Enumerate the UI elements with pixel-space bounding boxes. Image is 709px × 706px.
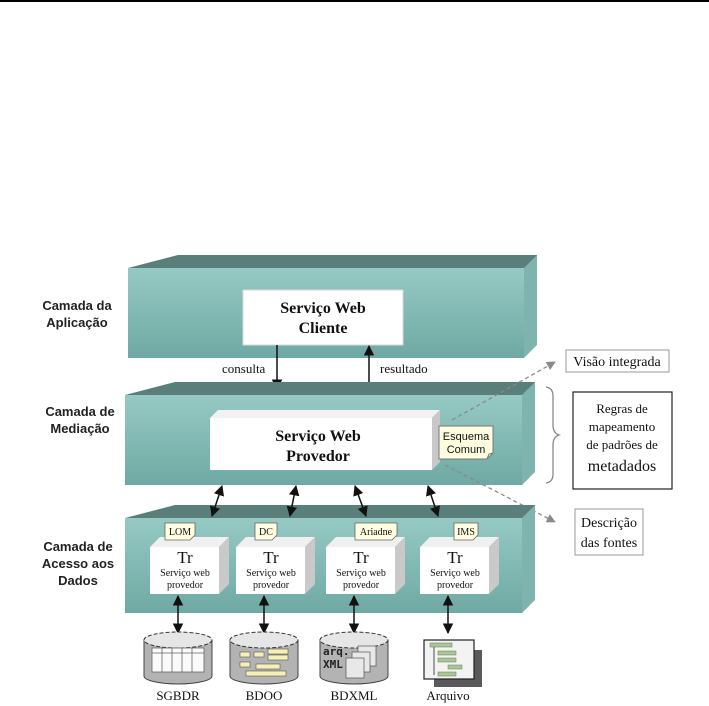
wrapper-line: Serviço web	[336, 568, 386, 579]
layer-top-face	[125, 382, 535, 395]
integrated-view-box: Visão integrada	[565, 349, 670, 373]
layer-label-acesso: Camada de Acesso aos Dados	[42, 539, 114, 588]
wrapper-line: Serviço web	[430, 568, 480, 579]
standard-note-label: IMS	[457, 527, 475, 538]
query-label: consulta	[222, 361, 266, 376]
source-arquivo[interactable]: Arquivo	[423, 639, 482, 703]
layer-top-face	[128, 255, 537, 268]
wrapper-line: provedor	[437, 580, 474, 591]
source-label: SGBDR	[156, 688, 200, 703]
mapping-rules-line: Regras de	[596, 401, 648, 416]
standard-note-dc: DC	[254, 522, 278, 541]
mapping-rules-line: metadados	[588, 458, 656, 475]
wrapper-box-side	[395, 537, 405, 594]
layer-label-aplicacao: Camada da Aplicação	[42, 298, 112, 330]
layer-label-line: Acesso aos	[42, 556, 114, 571]
mapping-rules-line: de padrões de	[586, 437, 658, 452]
layer-side-face	[522, 505, 535, 613]
mapping-rules-box: Regras de mapeamento de padrões de metad…	[572, 391, 673, 490]
source-description-line: Descrição	[581, 516, 637, 531]
layer-side-face	[524, 255, 537, 358]
wrapper-line: Serviço web	[246, 568, 296, 579]
standard-note-ariadne: Ariadne	[354, 522, 398, 541]
object-database-icon	[229, 631, 299, 685]
source-bdoo[interactable]: BDOO	[229, 631, 299, 703]
source-description-box: Descrição das fontes	[574, 508, 644, 556]
wrapper-box-side	[219, 537, 229, 594]
top-rule	[0, 0, 709, 2]
layer-label-line: Camada de	[45, 404, 114, 419]
relational-database-icon	[143, 631, 213, 685]
common-schema-line: Esquema	[443, 431, 490, 443]
client-service-title: Serviço Web	[280, 300, 366, 317]
common-schema-note[interactable]: Esquema Comum	[438, 425, 494, 460]
wrapper-line: provedor	[167, 580, 204, 591]
wrapper-box-front	[420, 547, 489, 594]
layer-label-mediacao: Camada de Mediação	[45, 404, 114, 436]
source-label: BDXML	[331, 688, 378, 703]
layer-side-face	[522, 382, 535, 485]
brace-icon	[545, 386, 562, 484]
source-label: BDOO	[246, 688, 283, 703]
xml-database-icon: arq.XML	[319, 631, 389, 685]
wrapper-title: Tr	[447, 548, 463, 567]
source-sgbdr[interactable]: SGBDR	[143, 631, 213, 703]
wrapper-title: Tr	[353, 548, 369, 567]
standard-note-ims: IMS	[453, 522, 479, 541]
xml-inner-label: XML	[323, 658, 343, 671]
standard-note-lom: LOM	[164, 522, 196, 541]
layer-label-line: Dados	[58, 573, 98, 588]
wrapper-box-front	[326, 547, 395, 594]
layer-label-line: Camada de	[43, 539, 112, 554]
mediation-link-arrow	[426, 485, 440, 517]
file-icon	[423, 639, 475, 680]
provider-service-subtitle: Provedor	[286, 448, 350, 465]
wrapper-line: provedor	[343, 580, 380, 591]
layer-label-line: Camada da	[42, 298, 112, 313]
integrated-view-arrow	[451, 361, 556, 421]
wrapper-title: Tr	[177, 548, 193, 567]
layer-label-line: Aplicação	[46, 315, 107, 330]
wrapper-title: Tr	[263, 548, 279, 567]
wrapper-box-top	[236, 537, 315, 547]
source-description-line: das fontes	[581, 536, 637, 551]
wrapper-line: Serviço web	[160, 568, 210, 579]
wrapper-box-top	[420, 537, 499, 547]
layer-label-line: Mediação	[50, 421, 109, 436]
mediation-link-arrow	[353, 485, 368, 517]
client-service-subtitle: Cliente	[299, 320, 348, 337]
wrapper-box-front	[150, 547, 219, 594]
standard-note-label: DC	[259, 527, 273, 538]
standard-note-label: Ariadne	[360, 527, 393, 538]
provider-service-title: Serviço Web	[275, 428, 361, 445]
source-bdxml[interactable]: arq.XML BDXML	[319, 631, 389, 703]
source-label: Arquivo	[426, 688, 469, 703]
xml-inner-label: arq.	[323, 645, 350, 658]
common-schema-line: Comum	[447, 444, 486, 456]
wrapper-box-side	[305, 537, 315, 594]
mediation-link-arrow	[210, 485, 224, 517]
layer-top-face	[125, 505, 535, 518]
mediation-link-arrow	[286, 484, 300, 518]
client-service-box[interactable]: Serviço Web Cliente	[242, 289, 404, 346]
wrapper-line: provedor	[253, 580, 290, 591]
mapping-rules-line: mapeamento	[589, 419, 655, 434]
wrapper-box-front	[236, 547, 305, 594]
integrated-view-label: Visão integrada	[573, 355, 661, 370]
provider-service-box[interactable]: Serviço Web Provedor	[210, 410, 440, 470]
standard-note-label: LOM	[169, 527, 191, 538]
result-label: resultado	[380, 361, 428, 376]
wrapper-box-side	[489, 537, 499, 594]
